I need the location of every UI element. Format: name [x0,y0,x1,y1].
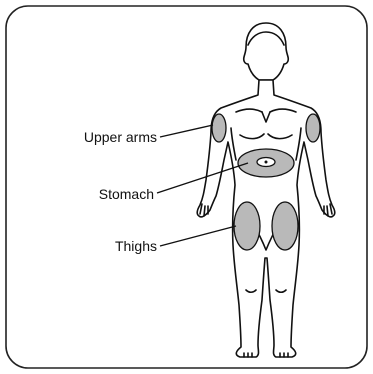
site-thigh-right [272,202,298,250]
site-upper-arm-right [306,114,320,142]
site-upper-arm-left [212,114,226,142]
navel-center [265,161,268,164]
site-thigh-left [234,202,260,250]
label-stomach: Stomach [99,186,154,202]
label-upper-arms: Upper arms [84,129,157,145]
label-thighs: Thighs [115,238,157,254]
